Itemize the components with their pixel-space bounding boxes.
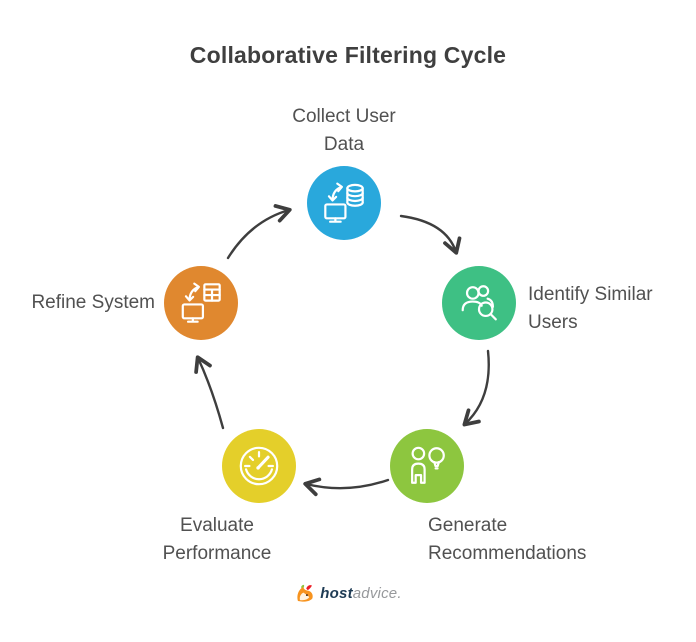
node-label-identify-similar-users: Identify Similar Users [528,284,653,333]
arrow-refine-to-collect [226,204,292,260]
brand-wordmark: hostadvice. [320,585,401,602]
arrow-generate-to-evaluate [303,477,390,497]
arrow-identify-to-generate [462,349,490,427]
node-label-generate-recommendations: Generate Recommendations [428,515,587,564]
node-circle-refine-system [164,266,238,340]
node-circle-evaluate-performance [222,429,296,503]
node-circle-identify-similar-users [442,266,516,340]
arrow-evaluate-to-refine [194,355,225,430]
node-label-evaluate-performance: Evaluate Performance [162,515,272,564]
node-label-refine-system: Refine System [31,292,155,313]
arrow-collect-to-identify [399,214,462,255]
fox-mascot-icon [297,584,314,602]
diagram-title: Collaborative Filtering Cycle [189,42,507,68]
node-circle-collect-user-data [307,166,381,240]
hostadvice-logo: hostadvice. [0,583,696,604]
node-label-collect-user-data: Collect User Data [292,106,396,155]
brand-host: host [320,585,353,602]
users-search-icon [461,285,497,321]
node-circle-generate-recommendations [390,429,464,503]
person-lightbulb-icon [411,446,445,484]
brand-advice: advice. [352,585,402,602]
gauge-icon [239,446,279,486]
monitor-database-sync-icon [324,182,364,223]
monitor-grid-sync-icon [181,282,221,323]
